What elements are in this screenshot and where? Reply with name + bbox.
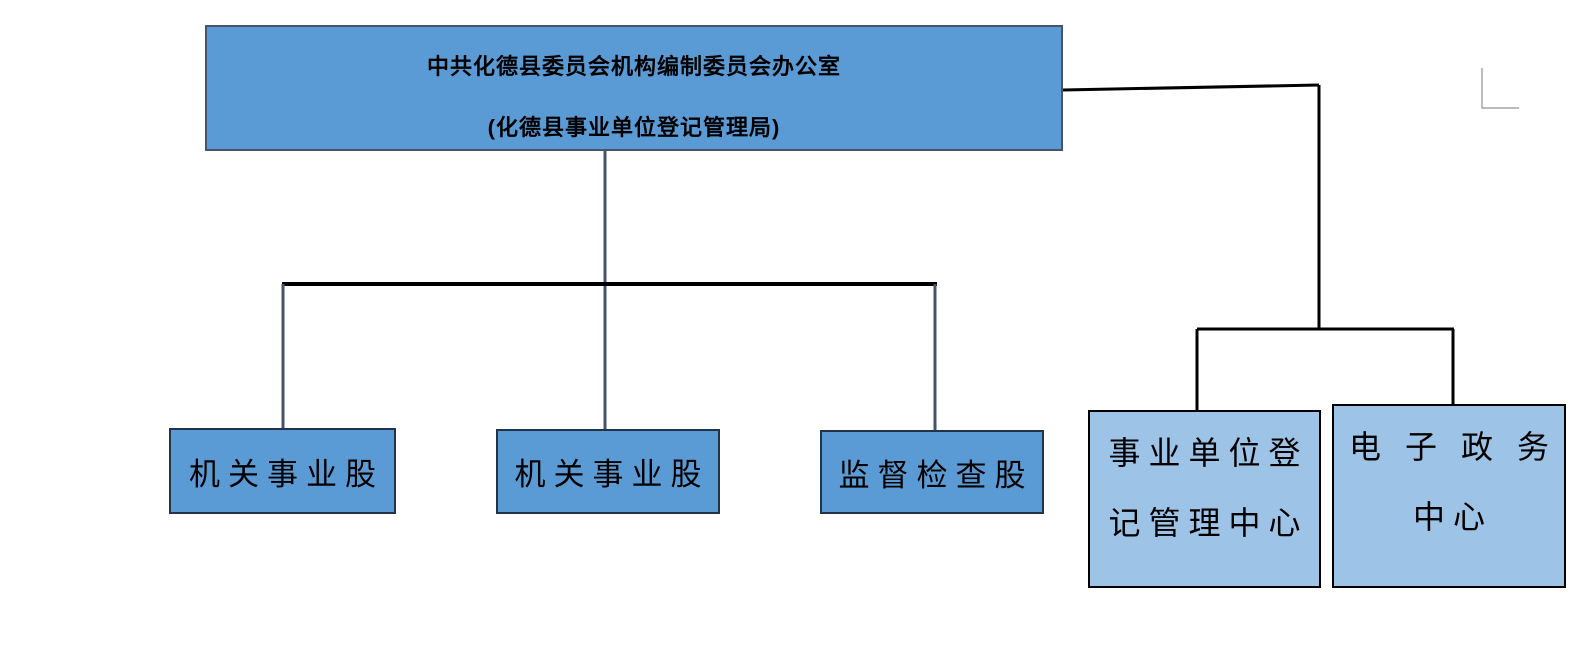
org-node-department-2: 机关事业股 (496, 429, 720, 514)
org-node-root-title-line1: 中共化德县委员会机构编制委员会办公室 (426, 54, 841, 79)
org-node-unit-egov-center-line1: 电 子 政 务 (1348, 429, 1557, 465)
org-node-unit-registration-center: 事业单位登 记管理中心 (1088, 410, 1321, 588)
org-node-root: 中共化德县委员会机构编制委员会办公室 (化德县事业单位登记管理局) (205, 25, 1063, 151)
org-node-root-title-line2: (化德县事业单位登记管理局) (487, 115, 781, 140)
org-node-department-3-label: 监督检查股 (838, 457, 1034, 493)
connector-root-to-right-branch (1062, 83, 1320, 92)
org-node-unit-egov-center-line2: 中心 (1412, 499, 1493, 535)
corner-mark (1481, 68, 1519, 109)
org-node-department-3: 监督检查股 (820, 430, 1044, 514)
org-node-department-1-label: 机关事业股 (189, 456, 384, 492)
org-node-department-1: 机关事业股 (169, 428, 396, 514)
org-node-department-2-label: 机关事业股 (514, 457, 710, 492)
org-node-unit-registration-center-line2: 记管理中心 (1108, 505, 1309, 541)
org-node-unit-egov-center: 电 子 政 务 中心 (1332, 404, 1566, 588)
org-node-unit-registration-center-line1: 事业单位登 (1108, 435, 1309, 471)
